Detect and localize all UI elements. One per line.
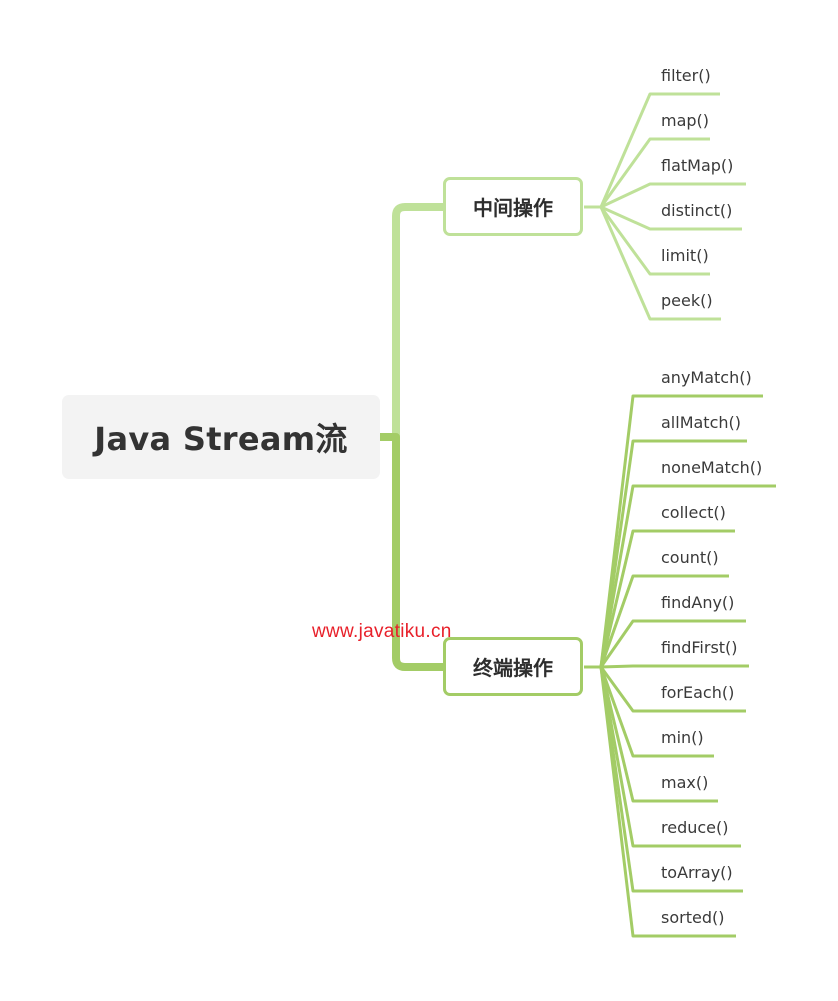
branch-intermediate-label: 中间操作 — [473, 196, 553, 220]
leaf-filter[interactable]: filter() — [661, 66, 711, 85]
leaf-reduce[interactable]: reduce() — [661, 818, 729, 837]
leaf-peek[interactable]: peek() — [661, 291, 713, 310]
leaf-map[interactable]: map() — [661, 111, 710, 130]
leaf-findany[interactable]: findAny() — [661, 593, 735, 612]
leaf-distinct[interactable]: distinct() — [661, 201, 733, 220]
connector-root-intermediate — [380, 203, 443, 441]
connector-leaf-findFirst() — [584, 664, 749, 669]
leaf-allmatch[interactable]: allMatch() — [661, 413, 741, 432]
connector-leaf-peek() — [584, 205, 721, 321]
leaf-flatmap[interactable]: flatMap() — [661, 156, 734, 175]
leaf-toarray[interactable]: toArray() — [661, 863, 733, 882]
watermark-text: www.javatiku.cn — [312, 621, 452, 642]
root-topic-label: Java Stream流 — [94, 420, 348, 458]
leaf-foreach[interactable]: forEach() — [661, 683, 735, 702]
root-topic[interactable]: Java Stream流 — [62, 395, 380, 479]
connector-root-terminal — [380, 433, 443, 671]
branch-terminal-operations[interactable]: 终端操作 — [443, 637, 583, 696]
leaf-collect[interactable]: collect() — [661, 503, 726, 522]
branch-intermediate-operations[interactable]: 中间操作 — [443, 177, 583, 236]
leaf-max[interactable]: max() — [661, 773, 709, 792]
leaf-count[interactable]: count() — [661, 548, 719, 567]
leaf-nonematch[interactable]: noneMatch() — [661, 458, 763, 477]
leaf-anymatch[interactable]: anyMatch() — [661, 368, 752, 387]
leaf-sorted[interactable]: sorted() — [661, 908, 725, 927]
branch-terminal-label: 终端操作 — [473, 656, 553, 680]
leaf-min[interactable]: min() — [661, 728, 704, 747]
leaf-limit[interactable]: limit() — [661, 246, 709, 265]
leaf-findfirst[interactable]: findFirst() — [661, 638, 738, 657]
connector-leaf-sorted() — [584, 665, 736, 938]
